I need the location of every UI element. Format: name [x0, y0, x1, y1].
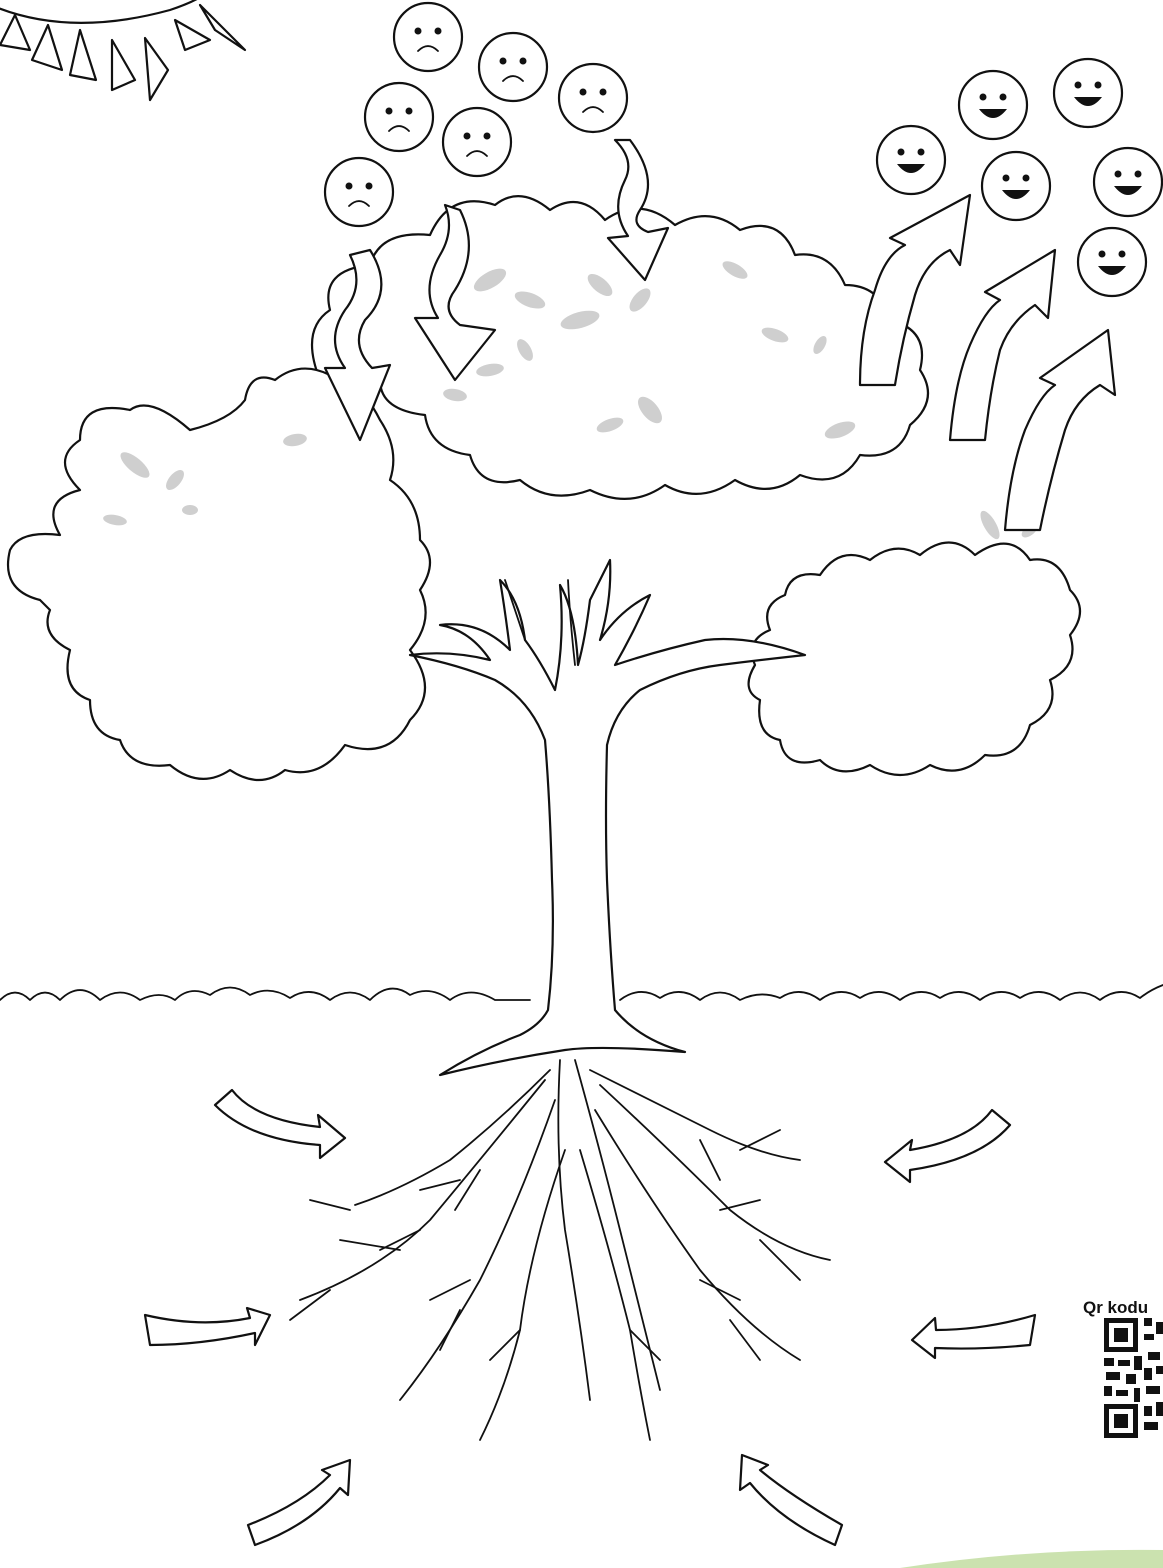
- arrow-icon: [215, 1090, 345, 1158]
- arrows-toward-roots: [145, 1090, 1035, 1545]
- sun-icon: [0, 0, 245, 100]
- sad-face-icon: [394, 3, 462, 71]
- arrow-icon: [740, 1455, 842, 1545]
- tree-canopy-right: [749, 508, 1080, 775]
- tree-canopy-left: [8, 369, 430, 780]
- happy-face-icon: [1054, 59, 1122, 127]
- sad-face-icon: [325, 158, 393, 226]
- arrows-out-of-leaves: [860, 195, 1115, 530]
- sad-face-icon: [365, 83, 433, 151]
- happy-face-icon: [982, 152, 1050, 220]
- arrow-icon: [885, 1110, 1010, 1182]
- happy-face-icon: [877, 126, 945, 194]
- happy-face-icon: [1094, 148, 1162, 216]
- arrow-icon: [1005, 330, 1115, 530]
- qr-code-icon: [1104, 1318, 1163, 1438]
- sad-face-icon: [559, 64, 627, 132]
- tree-roots: [290, 1060, 830, 1440]
- arrow-icon: [912, 1315, 1035, 1358]
- arrow-icon: [248, 1460, 350, 1545]
- sad-faces-group: [325, 3, 627, 226]
- green-accent-stripe: [900, 1550, 1163, 1568]
- sad-face-icon: [479, 33, 547, 101]
- happy-face-icon: [959, 71, 1027, 139]
- qr-code-label: Qr kodu: [1083, 1298, 1148, 1318]
- sad-face-icon: [443, 108, 511, 176]
- happy-face-icon: [1078, 228, 1146, 296]
- arrow-icon: [145, 1308, 270, 1345]
